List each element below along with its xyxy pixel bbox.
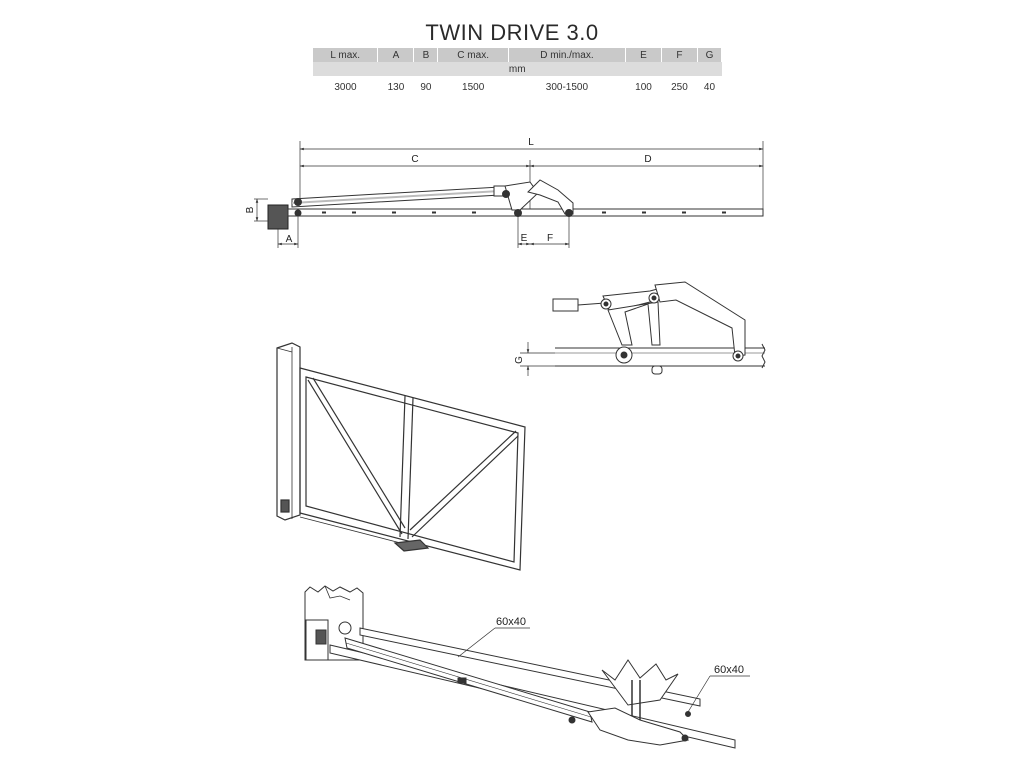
- elbow-bracket: [527, 179, 574, 215]
- value-cell: 100: [635, 81, 652, 93]
- callout-leader-arm: [457, 627, 496, 658]
- motor-cap: [338, 621, 352, 635]
- value-cell: 300-1500: [545, 81, 589, 93]
- header-cell: C max.: [437, 48, 509, 62]
- profile-label-arm: 60x40: [496, 616, 526, 628]
- pivot-joint: [294, 198, 302, 206]
- header-cell: B: [413, 48, 439, 62]
- callout-leader-gate: [687, 675, 711, 713]
- detail-pivot-center: [603, 301, 609, 307]
- value-cell: 1500: [462, 81, 485, 93]
- gate-center-bar: [407, 397, 414, 540]
- header-cell: E: [625, 48, 662, 62]
- header-cell: F: [661, 48, 698, 62]
- value-cell: 250: [671, 81, 688, 93]
- dim-label-G: G: [514, 356, 525, 364]
- bolt: [681, 734, 689, 742]
- detail-roller-center: [620, 351, 628, 359]
- detail-arm-rod: [577, 302, 606, 306]
- dim-label-L: L: [528, 137, 534, 148]
- arm-inner: [292, 190, 500, 204]
- break-mark: [761, 343, 766, 369]
- dim-label-E: E: [521, 233, 528, 244]
- gate-perspective-drawing: [276, 342, 526, 571]
- bolt: [568, 716, 576, 724]
- dim-label-C: C: [411, 154, 418, 165]
- pivot-joint: [502, 190, 510, 198]
- wall-mount-block: [315, 629, 327, 645]
- gate-brace-left: [307, 379, 403, 535]
- dim-label-D: D: [644, 154, 651, 165]
- wall-top-break: [324, 585, 351, 601]
- gate-brace-right: [411, 435, 519, 538]
- elbow-link: [504, 181, 539, 211]
- spec-table-unit-row: mm: [313, 62, 722, 76]
- pivot-joint: [294, 209, 302, 217]
- detail-pivot-center: [651, 295, 657, 301]
- header-cell: G: [697, 48, 723, 62]
- header-cell: D min./max.: [508, 48, 627, 62]
- value-cell: 3000: [334, 81, 357, 93]
- gate-drive-bracket: [393, 539, 430, 552]
- gate-post: [276, 342, 301, 521]
- dim-label-A: A: [286, 234, 293, 245]
- page-title: TWIN DRIVE 3.0: [425, 20, 599, 45]
- profile-label-gate: 60x40: [714, 664, 744, 676]
- detail-bracket-arm: [654, 281, 746, 357]
- header-cell: A: [377, 48, 415, 62]
- detail-lower-links: [607, 301, 661, 346]
- rail-holes: [322, 211, 726, 214]
- gate-rail: [287, 208, 764, 217]
- detail-pivot-center: [735, 353, 741, 359]
- pivot-joint: [565, 209, 573, 217]
- dim-label-F: F: [547, 233, 553, 244]
- detail-bottom-clip: [651, 365, 663, 375]
- installation-perspective-drawing: [304, 585, 750, 749]
- unit-cell: mm: [313, 62, 722, 76]
- bolt: [685, 711, 691, 717]
- elbow-bracket: [587, 707, 690, 746]
- gate-frame-outer: [299, 367, 526, 571]
- gate-post-edge: [276, 347, 293, 353]
- side-view-drawing: [254, 141, 764, 248]
- gate-frame-inner: [305, 376, 519, 563]
- spec-table: L max. A B C max. D min./max. E F G mm 3…: [313, 48, 723, 96]
- motor-block: [267, 204, 289, 230]
- detail-arm-stub: [552, 298, 579, 312]
- gate-center-bar: [399, 395, 406, 538]
- telescopic-arm-inner: [345, 642, 592, 718]
- pivot-joint: [514, 209, 522, 217]
- header-cell: L max.: [313, 48, 379, 62]
- gate-brace-left: [312, 377, 406, 529]
- detail-view-drawing: [520, 281, 766, 376]
- value-cell: 130: [387, 81, 405, 93]
- spec-table-values-row: 3000 130 90 1500 300-1500 100 250 40: [313, 76, 722, 96]
- value-cell: 90: [420, 81, 432, 93]
- value-cell: 40: [703, 81, 716, 93]
- spec-table-header-row: L max. A B C max. D min./max. E F G: [313, 48, 723, 62]
- dim-label-B: B: [245, 206, 256, 213]
- arm-marker: [457, 677, 467, 684]
- gate-brace-right: [409, 430, 517, 531]
- gate-hinge-motor: [280, 499, 290, 513]
